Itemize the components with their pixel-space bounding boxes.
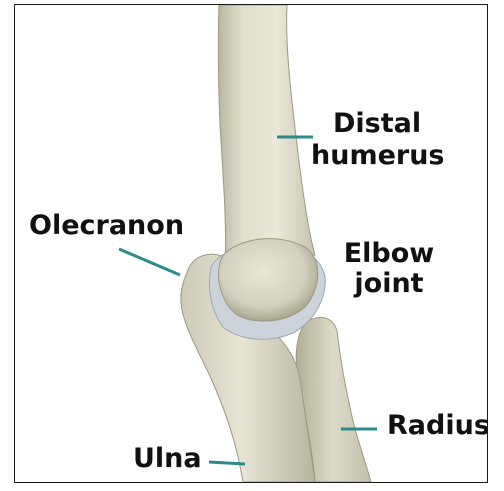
radius-label: Radius (387, 411, 488, 441)
ulna-leader-line (209, 462, 245, 464)
elbow-joint-label-line2: joint (354, 268, 423, 299)
olecranon-label: Olecranon (29, 211, 184, 241)
diagram-frame: Distal humerus Olecranon Elbow joint Rad… (14, 4, 488, 483)
ulna-label: Ulna (133, 444, 202, 474)
humerus-shaft (218, 5, 315, 265)
distal-humerus-label-line2: humerus (311, 141, 445, 171)
distal-humerus-label: Distal (333, 109, 421, 139)
distal-humerus-label-line1: Distal (333, 108, 421, 139)
distal-humerus-label-text2: humerus (311, 140, 445, 171)
olecranon-leader-line (119, 249, 180, 275)
elbow-joint-label-line1: Elbow (344, 238, 435, 269)
humerus-condyle (219, 239, 318, 322)
elbow-joint-label: Elbow joint (337, 239, 441, 299)
